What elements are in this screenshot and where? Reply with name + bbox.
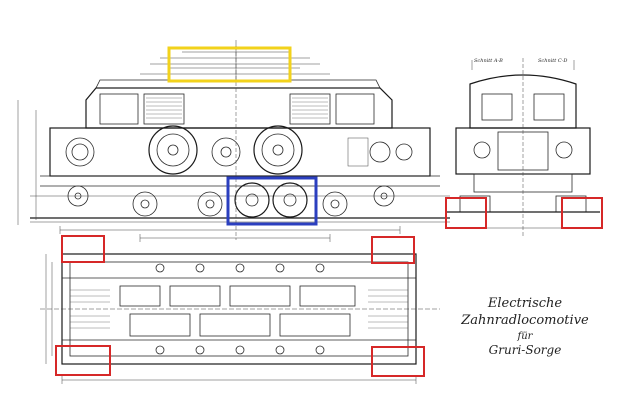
drawing-title-for: für: [517, 330, 533, 342]
end-view: [446, 58, 600, 236]
drawing-title-block: Electrische Zahnradlocomotive für Gruri-…: [440, 296, 610, 358]
view-label-right: Schnitt C-D: [538, 58, 567, 64]
plan-buffer-bottom-right-box: [371, 346, 425, 377]
pantograph-highlight-box: [167, 46, 292, 83]
plan-view: [40, 253, 440, 384]
view-label-left: Schnitt A-B: [474, 58, 503, 64]
plan-buffer-top-right-box: [371, 236, 415, 264]
drive-wheels-highlight-box: [226, 176, 318, 226]
side-elevation-view: [17, 40, 450, 242]
drawing-title: Electrische Zahnradlocomotive: [461, 296, 589, 328]
end-view-buffer-left-box: [445, 197, 487, 229]
end-view-buffer-right-box: [561, 197, 603, 229]
plan-buffer-bottom-left-box: [55, 345, 111, 376]
drawing-title-place: Gruri-Sorge: [488, 342, 562, 357]
plan-buffer-top-left-box: [61, 235, 105, 263]
